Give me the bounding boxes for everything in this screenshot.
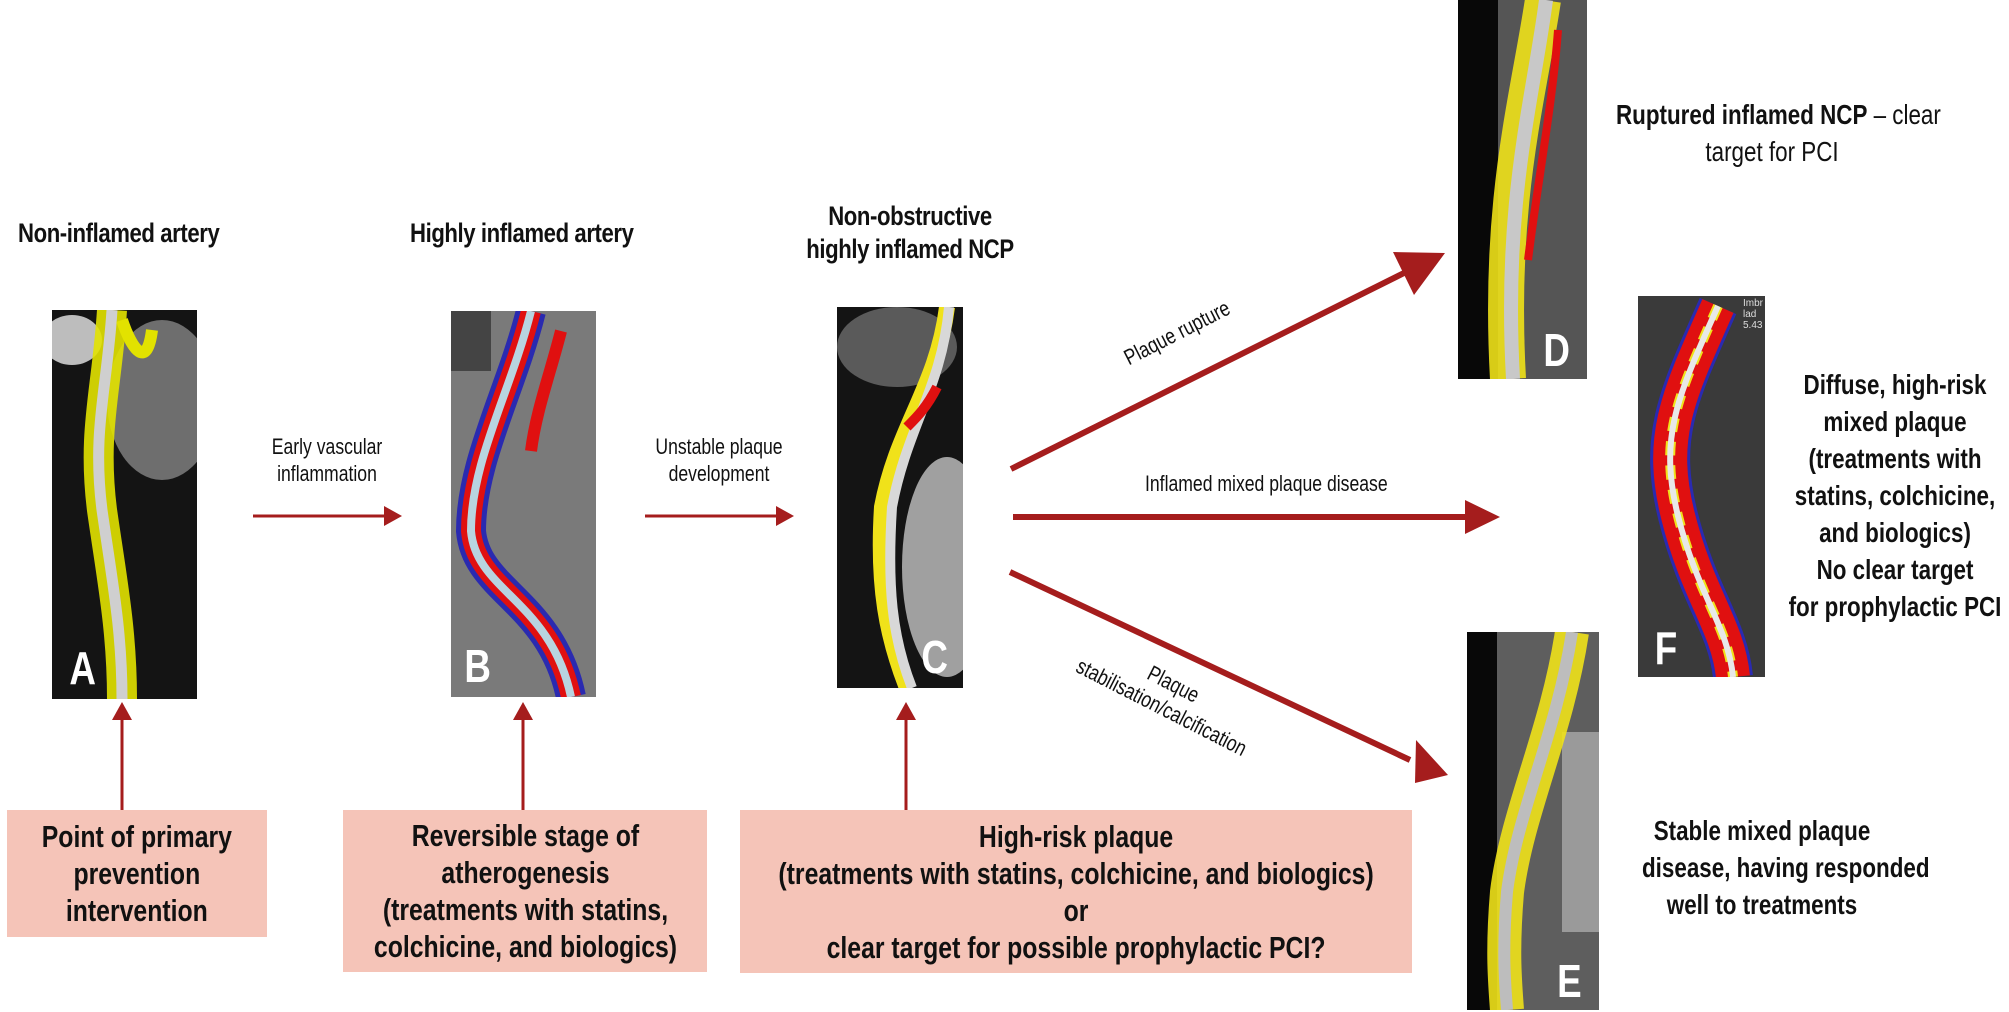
label-line: Unstable plaque	[655, 434, 783, 459]
caption-d-light: – clear	[1867, 99, 1941, 130]
arrow-a-to-b	[253, 506, 402, 526]
caption-line: Diffuse, high-risk	[1803, 369, 1987, 400]
overlay-line: 5.43	[1743, 320, 1763, 331]
ct-image-a	[52, 310, 197, 699]
box-line: prevention	[73, 856, 201, 891]
intervention-box-a: Point of primary prevention intervention	[7, 810, 267, 937]
image-overlay-text-f: Imbr lad 5.43	[1743, 298, 1763, 331]
arrow-box-c-to-c	[896, 702, 916, 810]
ct-image-c	[837, 307, 963, 688]
overlay-line: lad	[1743, 309, 1757, 320]
transition-label-c-d: Plaque rupture	[1119, 295, 1235, 370]
stage-title-c-line2: highly inflamed NCP	[806, 234, 1014, 264]
panel-letter-a: A	[69, 642, 96, 694]
ct-image-d	[1458, 0, 1587, 379]
caption-d-line2: target for PCI	[1705, 136, 1839, 167]
caption-line: No clear target	[1816, 554, 1974, 585]
panel-letter-e: E	[1557, 955, 1582, 1007]
label-line: inflammation	[277, 461, 377, 486]
panel-letter-f: F	[1654, 622, 1678, 674]
arrow-box-a-to-a	[112, 702, 132, 810]
ct-image-e	[1467, 632, 1599, 1010]
caption-e: Stable mixed plaque disease, having resp…	[1642, 812, 1930, 923]
label-line: Early vascular	[271, 434, 383, 459]
arrow-c-to-d	[1009, 252, 1445, 472]
box-line: colchicine, and biologics)	[373, 929, 677, 964]
image-panel-b: B	[451, 311, 596, 697]
caption-line: and biologics)	[1819, 517, 1971, 548]
ct-image-f	[1638, 296, 1765, 677]
arrow-box-b-to-b	[513, 702, 533, 810]
box-a-text: Point of primary prevention intervention	[42, 818, 232, 929]
caption-line: disease, having responded	[1642, 852, 1930, 883]
caption-line: mixed plaque	[1823, 406, 1967, 437]
ct-image-b	[451, 311, 596, 697]
caption-line: statins, colchicine,	[1794, 480, 1996, 511]
transition-label-c-f: Inflamed mixed plaque disease	[1145, 471, 1388, 496]
image-panel-c: C	[837, 307, 963, 688]
stage-title-a: Non-inflamed artery	[18, 218, 220, 248]
image-panel-d: D	[1458, 0, 1587, 379]
label-line: development	[668, 461, 770, 486]
box-c-text: High-risk plaque (treatments with statin…	[778, 818, 1373, 966]
box-line: High-risk plaque	[978, 818, 1174, 854]
caption-line: well to treatments	[1666, 889, 1858, 920]
box-line: Point of primary	[41, 819, 233, 854]
image-panel-f: Imbr lad 5.43 F	[1638, 296, 1765, 677]
box-b-text: Reversible stage of atherogenesis (treat…	[373, 817, 676, 965]
box-line: (treatments with statins, colchicine, an…	[778, 855, 1374, 891]
transition-label-c-e: Plaque stabilisation/calcification	[1072, 630, 1263, 762]
caption-line: for prophylactic PCI	[1788, 591, 2002, 622]
overlay-line: Imbr	[1743, 298, 1763, 309]
arrow-c-to-f	[1013, 500, 1500, 534]
stage-title-c-line1: Non-obstructive	[828, 201, 992, 231]
panel-letter-c: C	[921, 631, 948, 683]
box-line: Reversible stage of	[411, 818, 639, 853]
box-line: intervention	[66, 893, 208, 928]
intervention-box-b: Reversible stage of atherogenesis (treat…	[343, 810, 707, 972]
arrow-b-to-c	[645, 506, 794, 526]
box-line: clear target for possible prophylactic P…	[826, 929, 1326, 965]
caption-d: Ruptured inflamed NCP – clear target for…	[1616, 96, 1941, 170]
intervention-box-c: High-risk plaque (treatments with statin…	[740, 810, 1412, 973]
image-panel-e: E	[1467, 632, 1599, 1010]
box-line: atherogenesis	[440, 855, 610, 890]
stage-title-b: Highly inflamed artery	[410, 218, 634, 248]
box-line: (treatments with statins,	[382, 892, 668, 927]
caption-line: Stable mixed plaque	[1653, 815, 1871, 846]
caption-d-line1: Ruptured inflamed NCP – clear	[1616, 96, 1941, 133]
caption-d-bold: Ruptured inflamed NCP	[1616, 99, 1868, 130]
caption-line: (treatments with	[1808, 443, 1982, 474]
panel-letter-d: D	[1543, 324, 1570, 376]
panel-letter-b: B	[464, 640, 491, 692]
transition-label-b-c: Unstable plaque development	[639, 433, 799, 487]
caption-f: Diffuse, high-risk mixed plaque (treatme…	[1779, 366, 2009, 625]
image-panel-a: A	[52, 310, 197, 699]
box-line: or	[1063, 892, 1089, 928]
transition-label-a-b: Early vascular inflammation	[247, 433, 407, 487]
stage-title-c: Non-obstructive highly inflamed NCP	[787, 200, 1033, 266]
